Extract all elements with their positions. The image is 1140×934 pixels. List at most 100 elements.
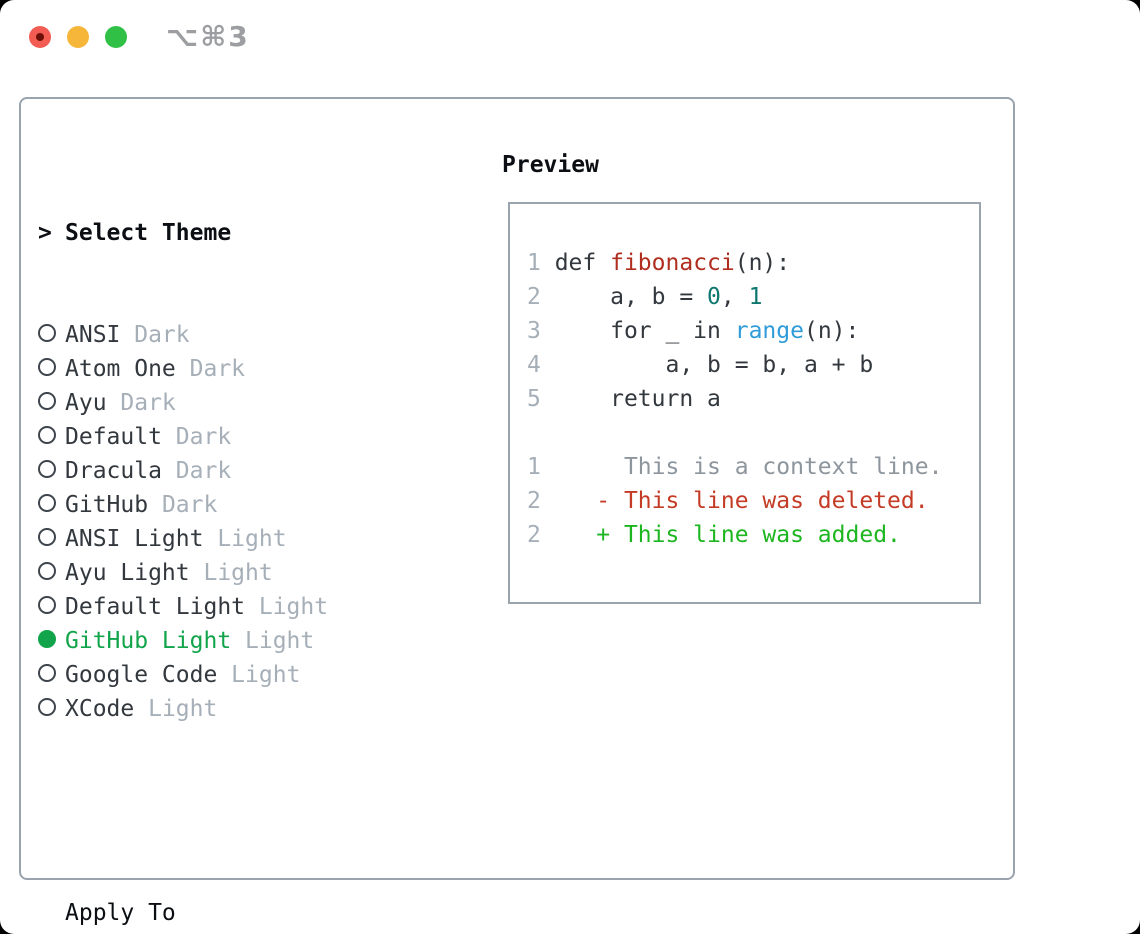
radio-icon[interactable] bbox=[38, 698, 56, 716]
radio-icon[interactable] bbox=[38, 324, 56, 342]
radio-selected-icon[interactable] bbox=[38, 630, 56, 648]
theme-variant-label: Dark bbox=[120, 322, 190, 348]
theme-variant-label: Light bbox=[217, 662, 301, 688]
spacer bbox=[38, 794, 426, 828]
marker-cell bbox=[38, 556, 65, 590]
apply-to-header: Apply To bbox=[65, 900, 176, 926]
radio-icon[interactable] bbox=[38, 460, 56, 478]
radio-icon[interactable] bbox=[38, 494, 56, 512]
radio-icon[interactable] bbox=[38, 392, 56, 410]
theme-item[interactable]: GitHub Light Light bbox=[38, 624, 426, 658]
code-segment-num: 2 bbox=[527, 522, 541, 548]
code-segment-code: return a bbox=[540, 386, 721, 412]
apply-to-header-row: Apply To bbox=[38, 896, 426, 930]
theme-variant-label: Dark bbox=[175, 356, 246, 382]
code-line: 5 return a bbox=[527, 382, 971, 416]
code-segment-code: , bbox=[720, 284, 749, 310]
theme-item-label: GitHub bbox=[65, 492, 149, 518]
prompt-icon: > bbox=[38, 220, 52, 246]
theme-item[interactable]: Default Dark bbox=[38, 420, 426, 454]
code-line: 1 This is a context line. bbox=[527, 450, 971, 484]
minimize-button[interactable] bbox=[67, 26, 89, 48]
code-segment-code: (n): bbox=[803, 318, 860, 344]
code-segment-code: a, b = bbox=[540, 284, 708, 310]
marker-cell bbox=[38, 454, 65, 488]
marker-cell bbox=[38, 624, 65, 658]
code-segment-del: - This line was deleted. bbox=[540, 488, 929, 514]
theme-item-label: Default Light bbox=[65, 594, 246, 620]
theme-item[interactable]: Google Code Light bbox=[38, 658, 426, 692]
radio-icon[interactable] bbox=[38, 596, 56, 614]
code-line: 2 a, b = 0, 1 bbox=[527, 280, 971, 314]
theme-item-label: Ayu Light bbox=[65, 560, 190, 586]
theme-item-label: XCode bbox=[65, 696, 135, 722]
code-segment-lit: 1 bbox=[748, 284, 763, 310]
theme-item-label: ANSI Light bbox=[65, 526, 204, 552]
code-segment-code: for _ in bbox=[540, 318, 735, 344]
code-segment-num: 2 bbox=[527, 284, 541, 310]
code-line: 3 for _ in range(n): bbox=[527, 314, 971, 348]
code-segment-code: a, b = b, a + b bbox=[540, 352, 874, 378]
theme-item-label: GitHub Light bbox=[65, 628, 232, 654]
code-segment-num: 2 bbox=[527, 488, 541, 514]
code-segment-num: 3 bbox=[527, 318, 541, 344]
theme-item[interactable]: Ayu Dark bbox=[38, 386, 426, 420]
theme-variant-label: Light bbox=[231, 628, 315, 654]
code-line bbox=[527, 416, 971, 450]
traffic-lights bbox=[29, 26, 127, 48]
code-segment-code: def bbox=[540, 250, 611, 276]
code-line: 2 - This line was deleted. bbox=[527, 484, 971, 518]
marker-cell bbox=[38, 420, 65, 454]
theme-item-label: ANSI bbox=[65, 322, 121, 348]
theme-variant-label: Dark bbox=[161, 458, 232, 484]
theme-item[interactable]: GitHub Dark bbox=[38, 488, 426, 522]
marker-cell bbox=[38, 352, 65, 386]
radio-icon[interactable] bbox=[38, 562, 56, 580]
theme-item-label: Google Code bbox=[65, 662, 218, 688]
code-segment-add: + This line was added. bbox=[540, 522, 901, 548]
theme-variant-label: Dark bbox=[106, 390, 176, 416]
window-title: ⌥⌘3 bbox=[166, 20, 250, 53]
preview-header: Preview bbox=[502, 152, 599, 178]
radio-icon[interactable] bbox=[38, 528, 56, 546]
code-segment-num: 1 bbox=[527, 250, 541, 276]
theme-item[interactable]: Default Light Light bbox=[38, 590, 426, 624]
code-segment-code: (n): bbox=[734, 250, 791, 276]
marker-cell bbox=[38, 386, 65, 420]
theme-variant-label: Light bbox=[189, 560, 273, 586]
code-segment-num: 1 bbox=[527, 454, 541, 480]
select-theme-header: Select Theme bbox=[65, 220, 232, 246]
marker-cell bbox=[38, 590, 65, 624]
theme-item-label: Atom One bbox=[65, 356, 176, 382]
code-segment-fn: fibonacci bbox=[610, 250, 735, 276]
theme-item[interactable]: Ayu Light Light bbox=[38, 556, 426, 590]
zoom-button[interactable] bbox=[105, 26, 127, 48]
radio-icon[interactable] bbox=[38, 358, 56, 376]
theme-variant-label: Dark bbox=[161, 424, 232, 450]
code-segment-lit: 0 bbox=[707, 284, 721, 310]
theme-variant-label: Light bbox=[134, 696, 218, 722]
marker-cell bbox=[38, 658, 65, 692]
theme-item[interactable]: XCode Light bbox=[38, 692, 426, 726]
theme-item-label: Ayu bbox=[65, 390, 107, 416]
marker-cell bbox=[38, 522, 65, 556]
code-segment-num: 4 bbox=[527, 352, 541, 378]
code-segment-num: 5 bbox=[527, 386, 541, 412]
radio-icon[interactable] bbox=[38, 664, 56, 682]
theme-item[interactable]: ANSI Dark bbox=[38, 318, 426, 352]
theme-item[interactable]: Dracula Dark bbox=[38, 454, 426, 488]
radio-icon[interactable] bbox=[38, 426, 56, 444]
marker-cell bbox=[38, 692, 65, 726]
close-button[interactable] bbox=[29, 26, 51, 48]
theme-item-label: Dracula bbox=[65, 458, 162, 484]
marker-cell bbox=[38, 318, 65, 352]
code-segment-builtin: range bbox=[734, 318, 804, 344]
theme-item[interactable]: Atom One Dark bbox=[38, 352, 426, 386]
theme-variant-label: Light bbox=[203, 526, 287, 552]
theme-item[interactable]: ANSI Light Light bbox=[38, 522, 426, 556]
code-line: 4 a, b = b, a + b bbox=[527, 348, 971, 382]
